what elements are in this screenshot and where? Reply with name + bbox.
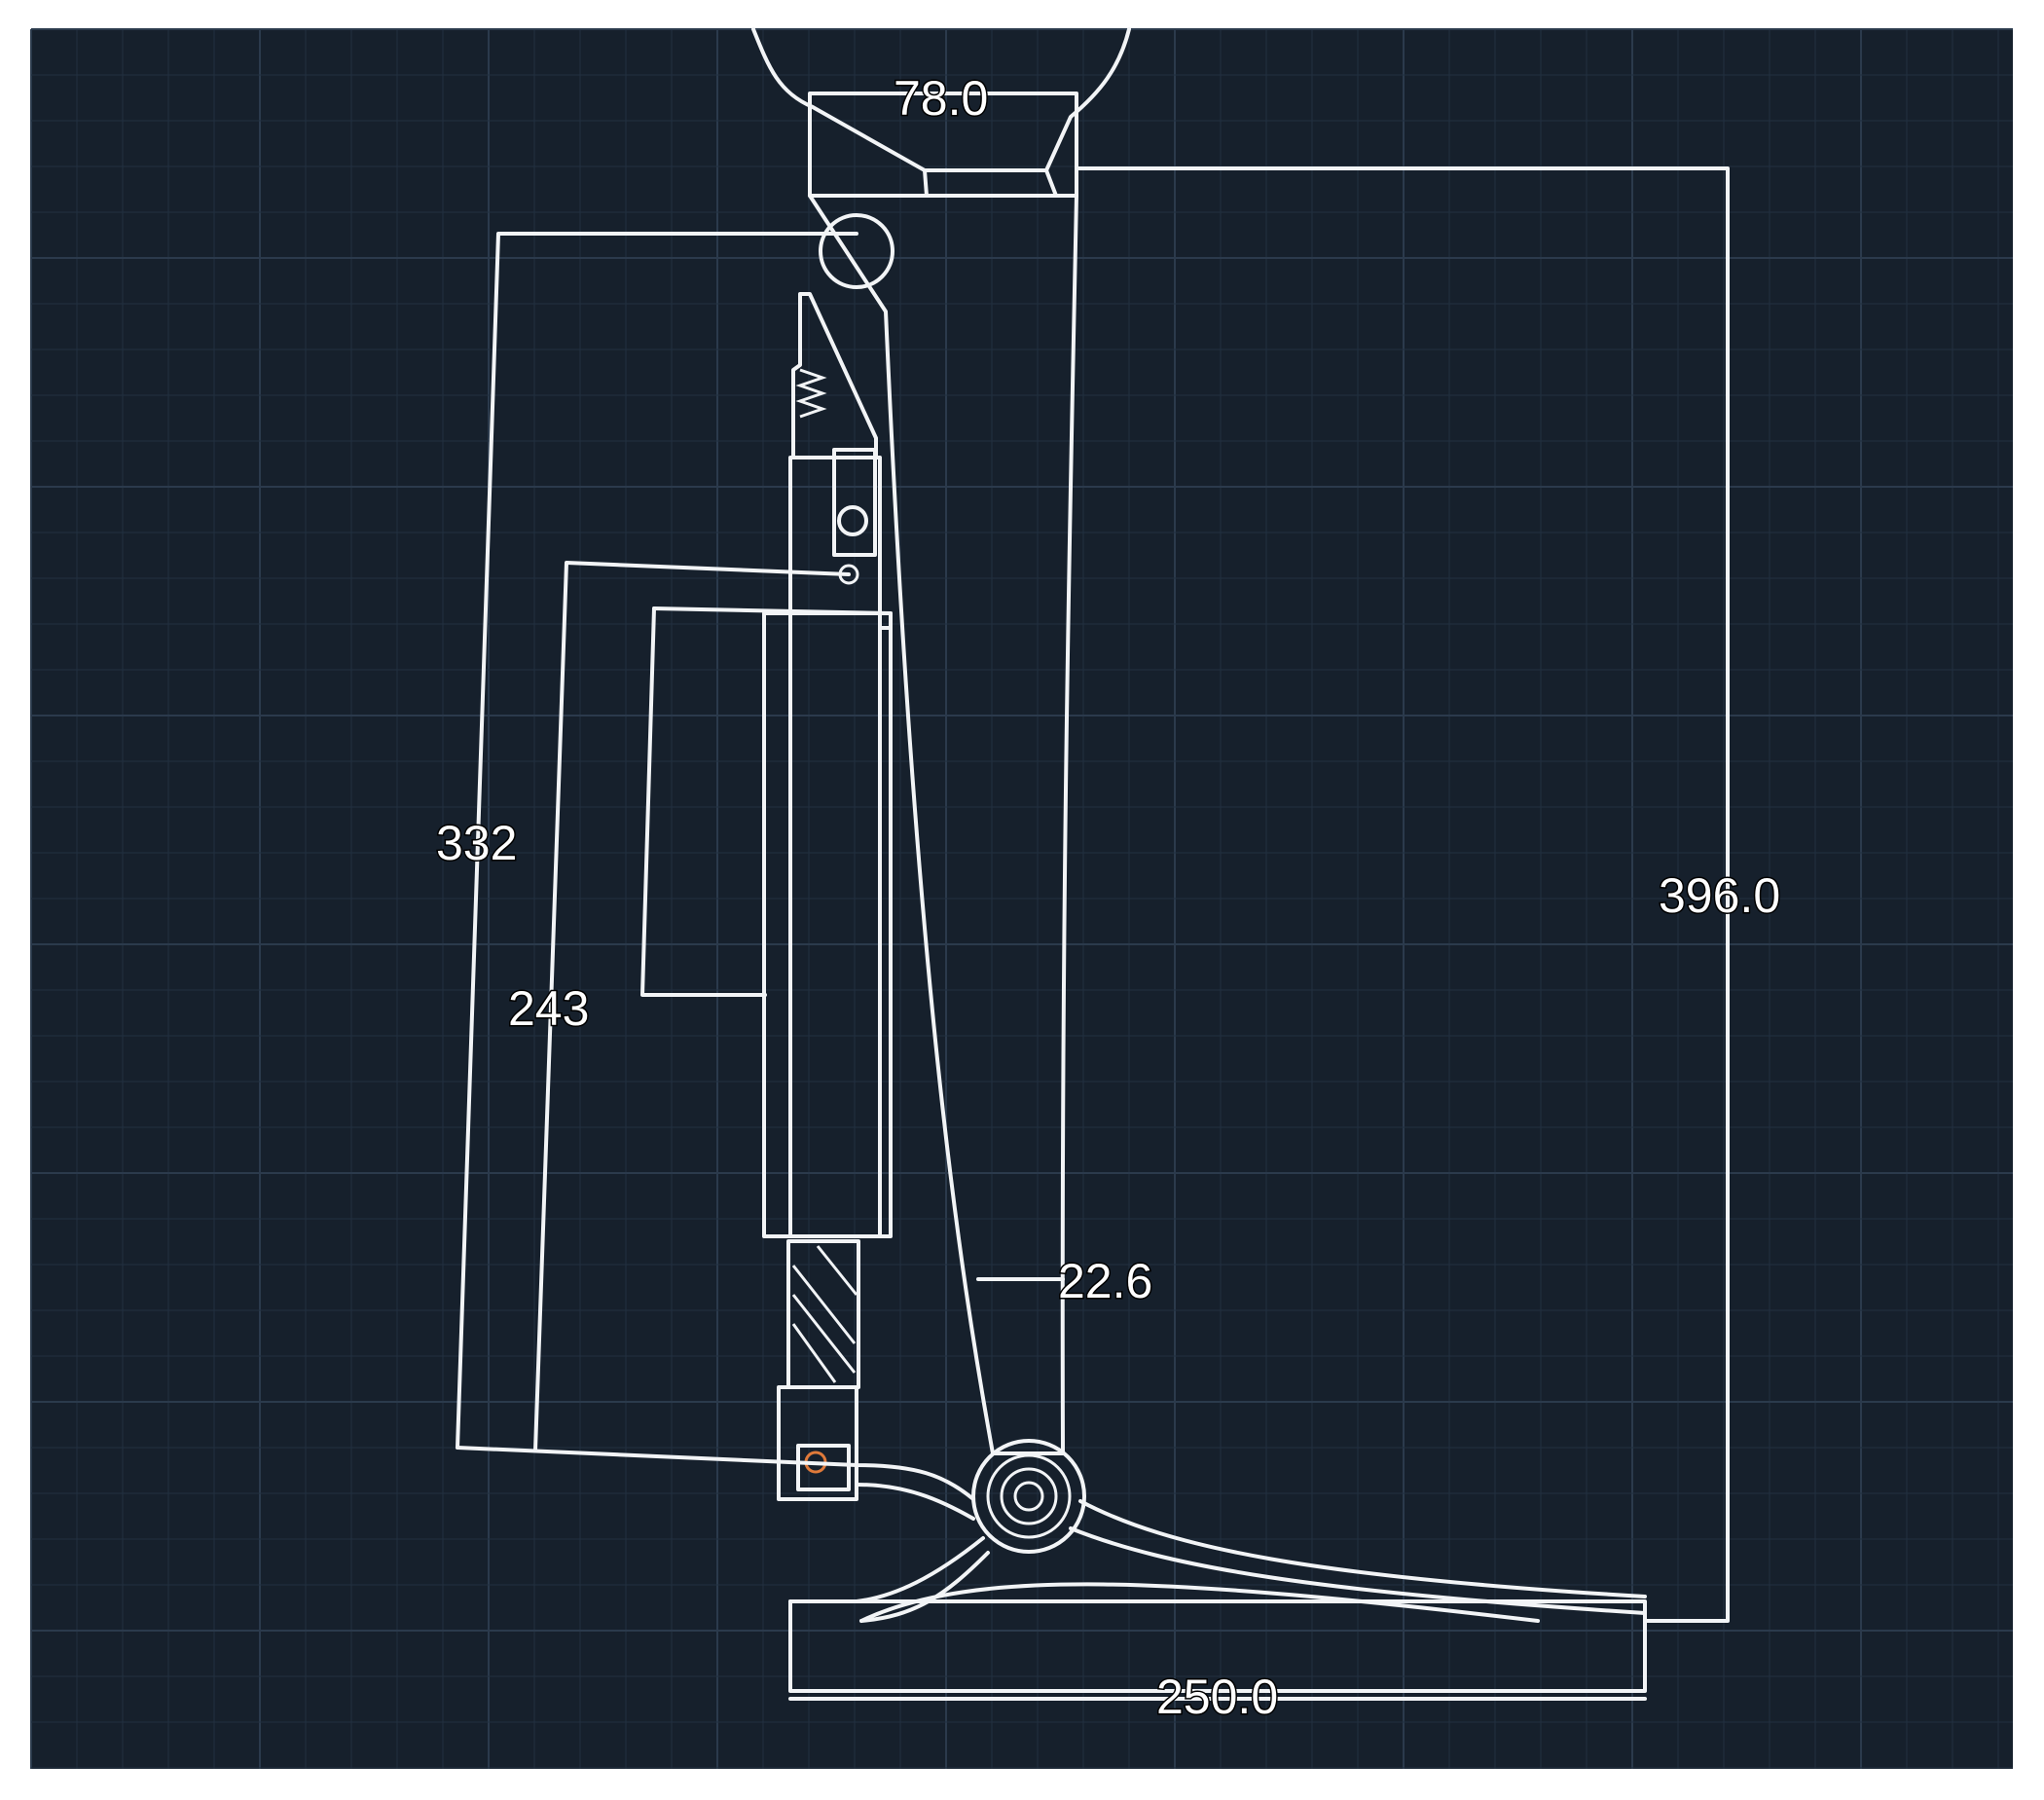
dimension-lines <box>456 166 1730 1701</box>
dim-base-width: 250.0 <box>1156 1670 1278 1724</box>
dim-shank-width: 22.6 <box>1058 1254 1152 1308</box>
dim-top-width: 78.0 <box>894 71 988 126</box>
actuator <box>640 456 893 1501</box>
knee-pivot <box>819 213 894 289</box>
ankle-joint-icon <box>971 1439 1086 1554</box>
latch-pin-icon <box>837 505 868 536</box>
dim-right-height: 396.0 <box>1659 868 1780 923</box>
dim-left-inner-height: 243 <box>508 981 589 1036</box>
grid <box>30 28 2013 1769</box>
dim-left-outer-height: 332 <box>436 816 517 870</box>
foot-plate <box>788 1599 1647 1693</box>
ankle-and-foot <box>456 1439 1647 1693</box>
